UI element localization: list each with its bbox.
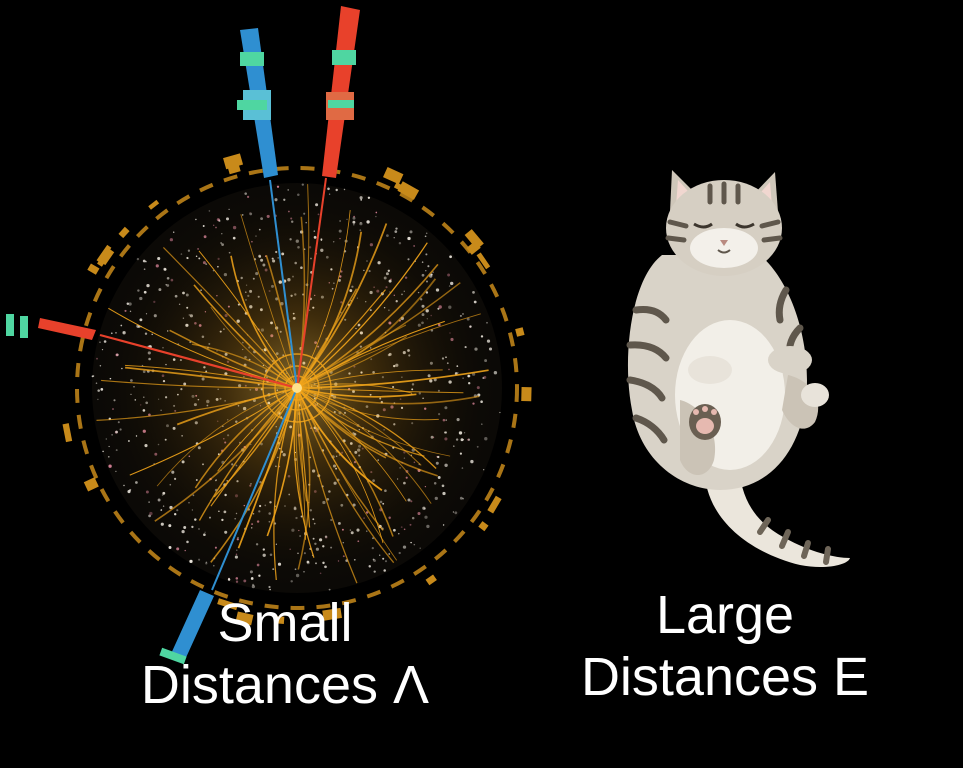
caption-right-line-1: Large: [655, 585, 795, 645]
electron-track-left: [6, 314, 298, 390]
muon-track-down: [159, 387, 298, 665]
cat-head: [665, 170, 783, 276]
cat-paws: [680, 346, 829, 475]
outer-calorimeter-ring: [75, 166, 519, 610]
particle-event-display-image: [6, 6, 532, 665]
caption-large-distances: Large Distances E: [530, 584, 920, 708]
caption-left-line-2: Distances Λ: [140, 655, 430, 715]
caption-right-line-2: Distances E: [580, 647, 870, 707]
tabby-cat-illustration: [626, 170, 850, 568]
muon-track-up: [237, 28, 298, 389]
caption-left-line-1: Small: [217, 593, 353, 653]
caption-small-distances: Small Distances Λ: [90, 592, 480, 716]
electron-track-up: [296, 6, 360, 389]
calorimeter-blocks: [62, 153, 532, 626]
